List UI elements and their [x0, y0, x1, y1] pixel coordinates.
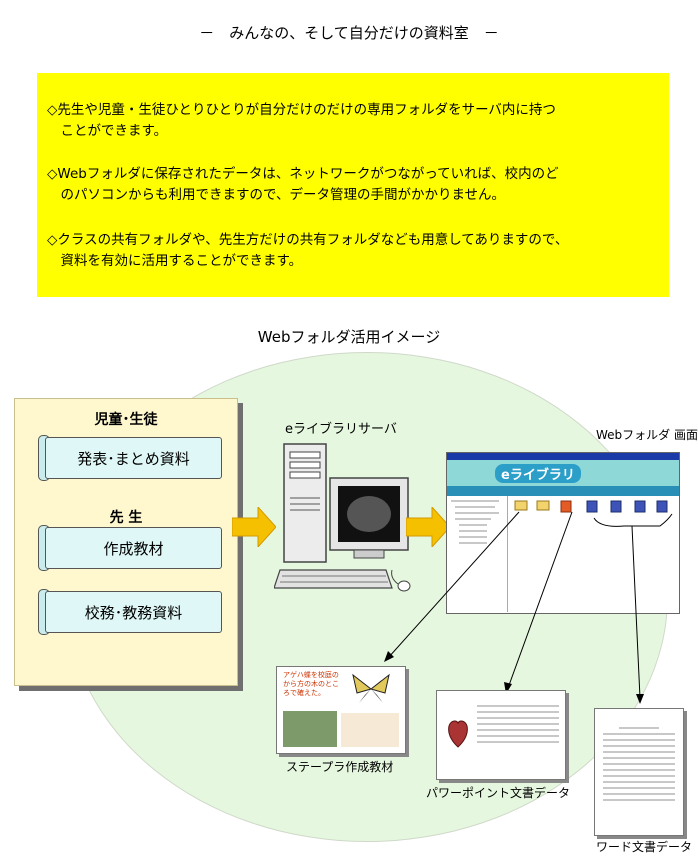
- stapler-label: ステープラ作成教材: [286, 760, 394, 774]
- users-panel: 児童･生徒 発表･まとめ資料 先 生 作成教材 校務･教務資料: [14, 398, 238, 686]
- diagram-title: Webフォルダ活用イメージ: [257, 328, 441, 346]
- stapler-caption: アゲハ蝶を校庭の から方の木のとこ ろで確えた。: [283, 671, 339, 697]
- stapler-text-block: [341, 713, 399, 747]
- teacher-item-scroll: 校務･教務資料: [45, 591, 222, 633]
- intro-box: ◇先生や児童・生徒ひとりひとりが自分だけのだけの専用フォルダをサーバ内に持つ こ…: [37, 73, 669, 297]
- heart-icon: [448, 720, 468, 748]
- word-label: ワード文書データ: [596, 840, 693, 854]
- powerpoint-document: [436, 690, 566, 780]
- app-logo: eライブラリ: [495, 464, 581, 483]
- students-label: 児童･生徒: [94, 412, 158, 428]
- teacher-label: 先 生: [109, 510, 143, 526]
- file-icons: [514, 500, 668, 513]
- teacher-item-scroll: 作成教材: [45, 527, 222, 569]
- right-arrow-icon: [232, 507, 276, 547]
- butterfly-icon: [352, 673, 390, 703]
- word-document: [594, 708, 684, 836]
- intro-paragraph-2: ◇Webフォルダに保存されたデータは、ネットワークがつながっていれば、校内のど …: [47, 166, 559, 203]
- teacher-item-label: 作成教材: [103, 539, 164, 558]
- teacher-item-label: 校務･教務資料: [84, 603, 183, 622]
- toolbar: [447, 486, 679, 496]
- webfolder-screen: eライブラリ: [446, 452, 680, 614]
- intro-paragraph-3: ◇クラスの共有フォルダや、先生方だけの共有フォルダなども用意してありますので、 …: [47, 232, 569, 269]
- intro-paragraph-1: ◇先生や児童・生徒ひとりひとりが自分だけのだけの専用フォルダをサーバ内に持つ こ…: [47, 102, 556, 139]
- window-titlebar: [447, 453, 679, 460]
- server-computer-icon: [274, 443, 411, 592]
- stapler-document: アゲハ蝶を校庭の から方の木のとこ ろで確えた。: [276, 666, 406, 754]
- app-banner: eライブラリ: [447, 460, 679, 486]
- student-item-label: 発表･まとめ資料: [77, 449, 190, 468]
- page-title: － みんなの、そして自分だけの資料室 －: [199, 24, 499, 42]
- student-item-scroll: 発表･まとめ資料: [45, 437, 222, 479]
- folder-tree: [447, 496, 508, 612]
- server-label: eライブラリサーバ: [285, 422, 397, 437]
- butterfly-photo: [283, 711, 337, 747]
- right-arrow-icon: [406, 507, 450, 547]
- screen-label: Webフォルダ 画面: [596, 428, 698, 442]
- powerpoint-label: パワーポイント文書データ: [426, 786, 571, 800]
